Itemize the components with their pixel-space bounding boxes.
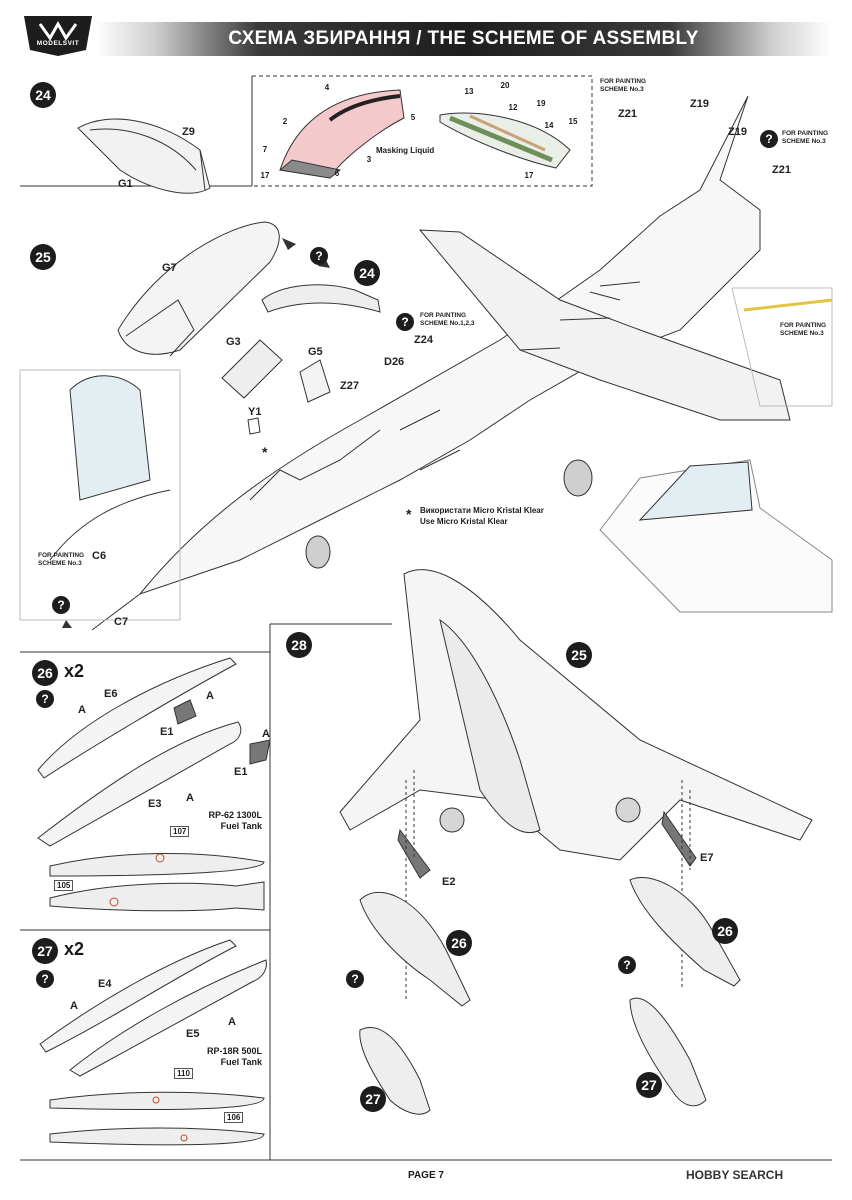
ref-step-27-badge-right: 27 — [636, 1072, 662, 1098]
part-label-g1: G1 — [118, 178, 133, 190]
ref-step-26-badge-left: 26 — [446, 930, 472, 956]
part-label-g5: G5 — [308, 346, 323, 358]
ref-step-27-badge-left: 27 — [360, 1086, 386, 1112]
part-label-c7: C7 — [114, 616, 129, 628]
painting-scheme-note: FOR PAINTING SCHEME No.3 — [600, 78, 647, 93]
decal-number: 107 — [170, 826, 190, 837]
part-label-z21-right: Z21 — [772, 164, 791, 176]
part-label-a: A — [78, 704, 86, 716]
callout-number: 14 — [544, 121, 554, 130]
part-label-z24: Z24 — [414, 334, 433, 346]
option-marker: ? — [310, 247, 328, 265]
callout-number: 19 — [536, 99, 546, 108]
part-label-g3: G3 — [226, 336, 241, 348]
painting-scheme-note: FOR PAINTING SCHEME No.3 — [782, 130, 829, 145]
callout-number: 12 — [508, 103, 518, 112]
part-label-a: A — [228, 1016, 236, 1028]
page-title: СХЕМА ЗБИРАННЯ / THE SCHEME OF ASSEMBLY — [228, 28, 699, 49]
tank-caption-rp18r: RP-18R 500L Fuel Tank — [206, 1046, 262, 1067]
option-marker: ? — [36, 970, 54, 988]
part-label-g7: G7 — [162, 262, 177, 274]
kristal-note-en: Use Micro Kristal Klear — [420, 517, 508, 526]
part-label-e1-a: E1 — [160, 726, 174, 738]
option-marker: ? — [52, 596, 70, 614]
step-26-multiplier: x2 — [64, 661, 85, 681]
callout-number: 15 — [568, 117, 578, 126]
part-label-y1: Y1 — [248, 406, 262, 418]
part-label-e2: E2 — [442, 876, 456, 888]
part-label-e6: E6 — [104, 688, 118, 700]
option-marker: ? — [36, 690, 54, 708]
part-label-z19-top: Z19 — [690, 98, 709, 110]
part-label-z9: Z9 — [182, 126, 195, 138]
part-label-e5: E5 — [186, 1028, 200, 1040]
modelsvit-logo-icon — [24, 16, 92, 56]
painting-scheme-note: FOR PAINTING SCHEME No.1,2,3 — [420, 312, 475, 327]
painting-scheme-note: FOR PAINTING SCHEME No.3 — [780, 322, 827, 337]
callout-number: 3 — [366, 155, 372, 164]
step-28-badge: 28 — [286, 632, 312, 658]
option-marker: ? — [618, 956, 636, 974]
callout-number: 17 — [260, 171, 270, 180]
masking-liquid-note: Masking Liquid — [376, 146, 435, 155]
part-label-z19-mid: Z19 — [728, 126, 747, 138]
page-number: PAGE 7 — [408, 1170, 444, 1181]
decal-number: 105 — [54, 880, 74, 891]
part-label-e7: E7 — [700, 852, 714, 864]
part-label-star: * — [262, 444, 268, 460]
part-label-e1-b: E1 — [234, 766, 248, 778]
decal-number: 110 — [174, 1068, 193, 1079]
callout-number: 20 — [500, 81, 510, 90]
step-26-badge: 26 — [32, 660, 58, 686]
step-27-multiplier: x2 — [64, 939, 85, 959]
part-label-e4: E4 — [98, 978, 112, 990]
logo-text: MODELSVIT — [36, 40, 80, 47]
step-27-badge: 27 — [32, 938, 58, 964]
part-label-c6: C6 — [92, 550, 107, 562]
callout-number: 5 — [410, 113, 416, 122]
callout-number: 13 — [464, 87, 474, 96]
option-marker: ? — [346, 970, 364, 988]
callout-number: 4 — [324, 83, 330, 92]
decal-number: 106 — [224, 1112, 244, 1123]
part-label-a: A — [186, 792, 194, 804]
part-label-z21-left: Z21 — [618, 108, 637, 120]
step-25-badge: 25 — [30, 244, 56, 270]
callout-number: 2 — [282, 117, 288, 126]
hobby-search-watermark: HOBBY SEARCH — [686, 1168, 784, 1182]
step-24-badge: 24 — [30, 82, 56, 108]
part-label-e3: E3 — [148, 798, 162, 810]
kristal-note-ua: Використати Micro Kristal Klear — [420, 506, 544, 515]
ref-step-26-badge-right: 26 — [712, 918, 738, 944]
ref-step-24-badge: 24 — [354, 260, 380, 286]
callout-number: 17 — [524, 171, 534, 180]
painting-scheme-note: FOR PAINTING SCHEME No.3 — [38, 552, 85, 567]
part-label-a: A — [206, 690, 214, 702]
ref-step-25-badge: 25 — [566, 642, 592, 668]
part-label-z27: Z27 — [340, 380, 359, 392]
part-label-a: A — [262, 728, 270, 740]
callout-number: 7 — [262, 145, 268, 154]
option-marker: ? — [760, 130, 778, 148]
part-label-a: A — [70, 1000, 78, 1012]
option-marker: ? — [396, 313, 414, 331]
callout-number: 6 — [334, 169, 340, 178]
title-bar — [96, 22, 831, 56]
kristal-star: * — [406, 506, 412, 522]
tank-caption-rp62: RP-62 1300L Fuel Tank — [208, 810, 262, 831]
part-label-d26: D26 — [384, 356, 405, 368]
